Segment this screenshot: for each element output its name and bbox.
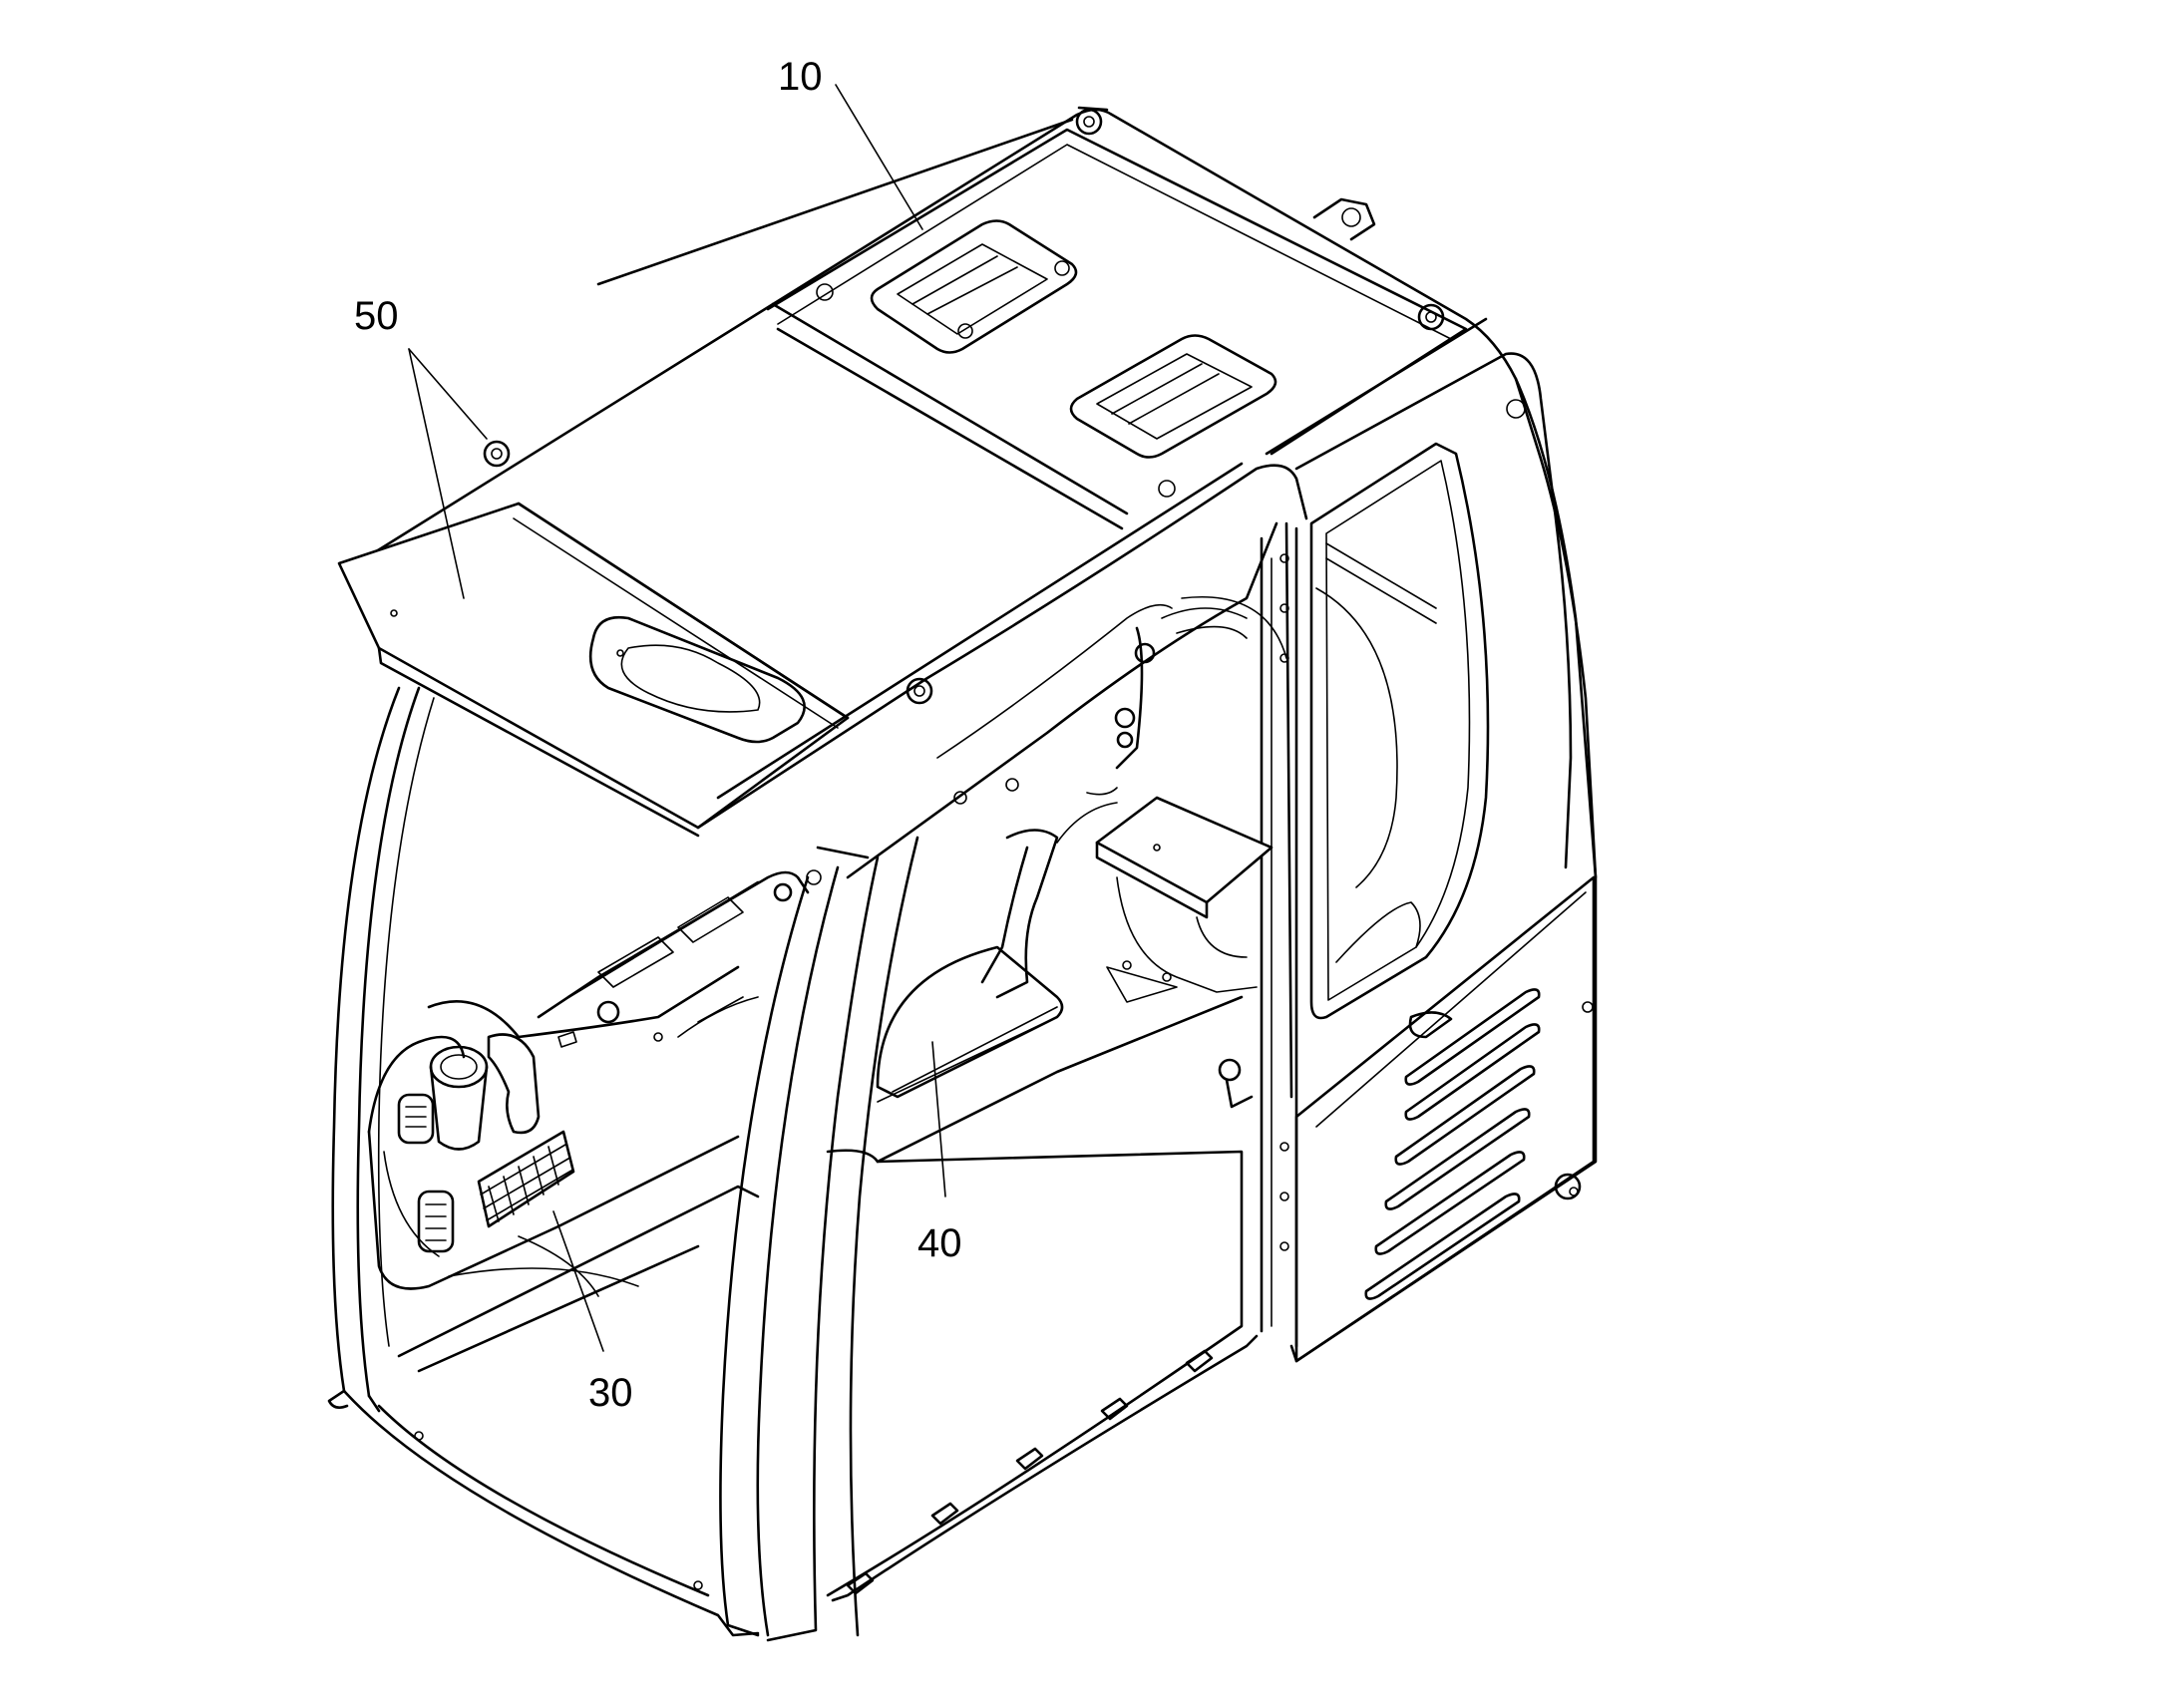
roof-bolt-4 [1158, 480, 1176, 498]
lifting-eye-right [1417, 303, 1445, 331]
sun-visor [337, 502, 850, 838]
floor-mat [826, 945, 1259, 1602]
callout-10: 10 [778, 55, 823, 99]
front-center-pillar [719, 836, 919, 1642]
net-pocket [477, 1130, 575, 1228]
lifting-eye-top [1075, 108, 1103, 136]
roof-hatch-rear [1069, 334, 1277, 459]
door-lever [1218, 1058, 1254, 1109]
leader-10 [835, 84, 923, 230]
cup-holder [429, 1045, 489, 1151]
leader-30 [552, 1210, 604, 1352]
roof-bracket-bolt [1341, 207, 1361, 227]
roof-panel [483, 108, 1526, 705]
console-vent-upper [397, 1093, 435, 1145]
console-vent-lower [417, 1190, 455, 1253]
front-left-pillar [327, 686, 760, 1637]
lifting-eye-left [483, 440, 511, 468]
roof-bolt-1 [816, 283, 834, 301]
roof-bolt-3 [1054, 260, 1070, 276]
roof-bolt-2 [957, 323, 973, 339]
rear-side-window [1309, 442, 1490, 1020]
leader-50b [408, 348, 488, 440]
left-console [367, 870, 810, 1290]
callout-40: 40 [917, 1221, 962, 1265]
callout-leaders [408, 84, 946, 1352]
front-top-beam [696, 462, 1308, 879]
leader-40 [931, 1041, 946, 1197]
roof-hatch-front [870, 219, 1078, 354]
callout-30: 30 [588, 1371, 633, 1415]
front-floor-edge [397, 1185, 760, 1590]
roof-bolt-5 [1506, 399, 1526, 419]
side-vent-louvers [1364, 988, 1594, 1300]
roof-bracket [1312, 197, 1376, 241]
door-frame [1260, 521, 1298, 1348]
callout-50: 50 [354, 294, 399, 338]
callout-labels: 10 50 40 30 [354, 55, 962, 1415]
leader-50a [408, 348, 465, 599]
rear-wall-interior [936, 587, 1398, 1003]
